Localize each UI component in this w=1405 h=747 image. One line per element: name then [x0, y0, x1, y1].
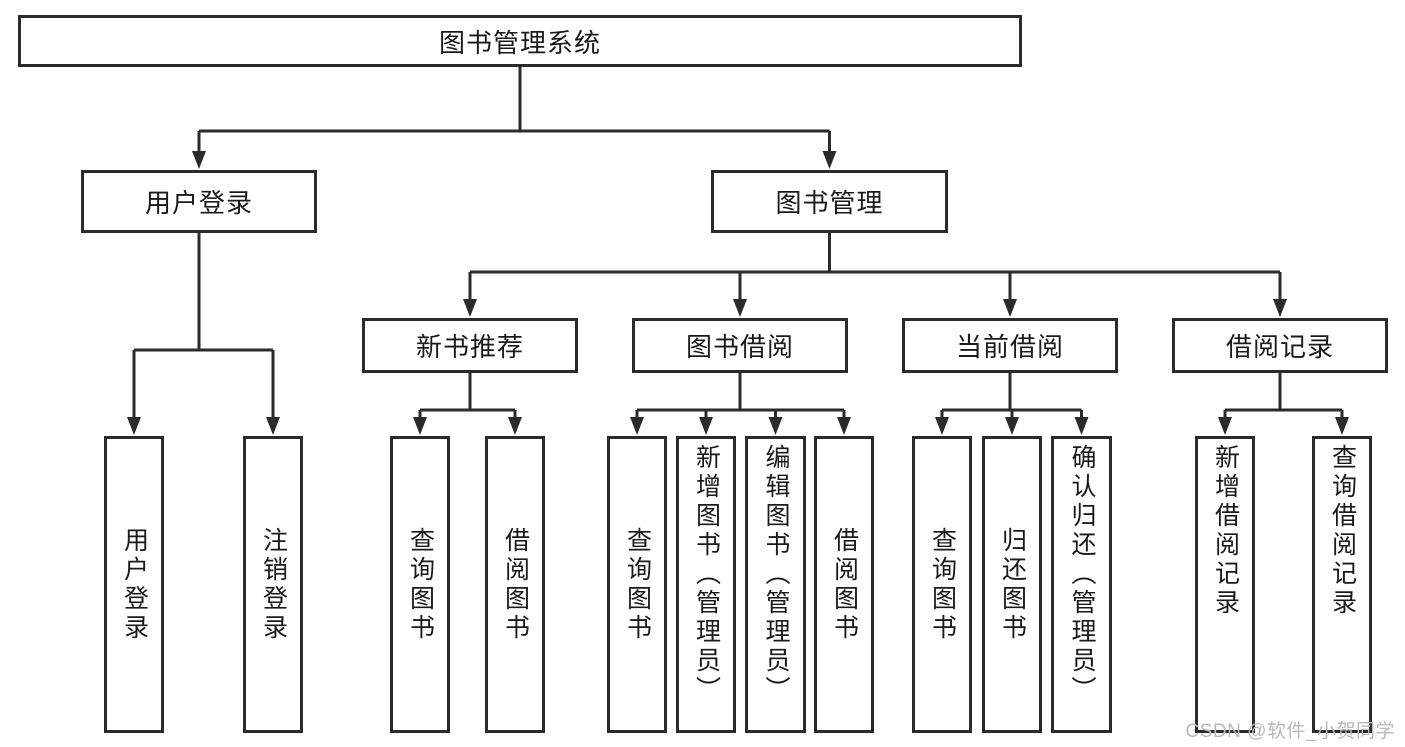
- node-box-leaf-edit-book-admin: [745, 436, 806, 733]
- arrow-head: [127, 417, 141, 435]
- connector-layer: [127, 67, 1349, 435]
- node-box-user-login: [81, 170, 317, 233]
- node-box-leaf-user-login: [104, 436, 164, 733]
- node-box-leaf-add-borrow-record: [1195, 436, 1255, 733]
- node-box-leaf-return-book: [982, 436, 1042, 733]
- node-box-leaf-query-borrow-record: [1312, 436, 1372, 733]
- arrow-head: [192, 151, 206, 169]
- arrow-head: [1074, 417, 1089, 435]
- node-box-leaf-user-logout: [243, 436, 303, 733]
- node-box-leaf-query-book-1: [390, 436, 450, 733]
- arrow-head: [463, 299, 477, 317]
- arrow-head: [1005, 417, 1019, 435]
- arrow-head: [733, 299, 747, 317]
- node-box-new-book-recommend: [362, 318, 578, 373]
- csdn-watermark: CSDN @软件_小贺同学: [1185, 721, 1395, 742]
- node-box-leaf-add-book-admin: [676, 436, 736, 733]
- node-box-current-borrow: [902, 318, 1118, 373]
- arrow-head: [822, 151, 837, 169]
- arrow-head: [935, 417, 949, 435]
- node-box-root: [18, 15, 1022, 67]
- arrow-head: [1003, 299, 1017, 317]
- arrow-head: [266, 417, 280, 435]
- node-box-leaf-query-book-3: [912, 436, 972, 733]
- node-box-book-borrow: [632, 318, 848, 373]
- arrow-head: [1273, 299, 1287, 317]
- arrow-head: [413, 417, 427, 435]
- node-box-leaf-confirm-return-admin: [1051, 436, 1112, 733]
- arrow-head: [1218, 417, 1232, 435]
- arrow-head: [508, 417, 522, 435]
- node-box-leaf-query-book-2: [607, 436, 667, 733]
- arrow-head: [768, 417, 783, 435]
- node-box-book-management: [711, 170, 948, 233]
- node-box-leaf-borrow-book-2: [814, 436, 874, 733]
- arrow-head: [1335, 417, 1349, 435]
- box-layer: [18, 15, 1388, 733]
- arrow-head: [837, 417, 851, 435]
- node-box-borrow-records: [1172, 318, 1388, 373]
- arrow-head: [699, 417, 713, 435]
- node-box-leaf-borrow-book-1: [485, 436, 545, 733]
- arrow-head: [630, 417, 644, 435]
